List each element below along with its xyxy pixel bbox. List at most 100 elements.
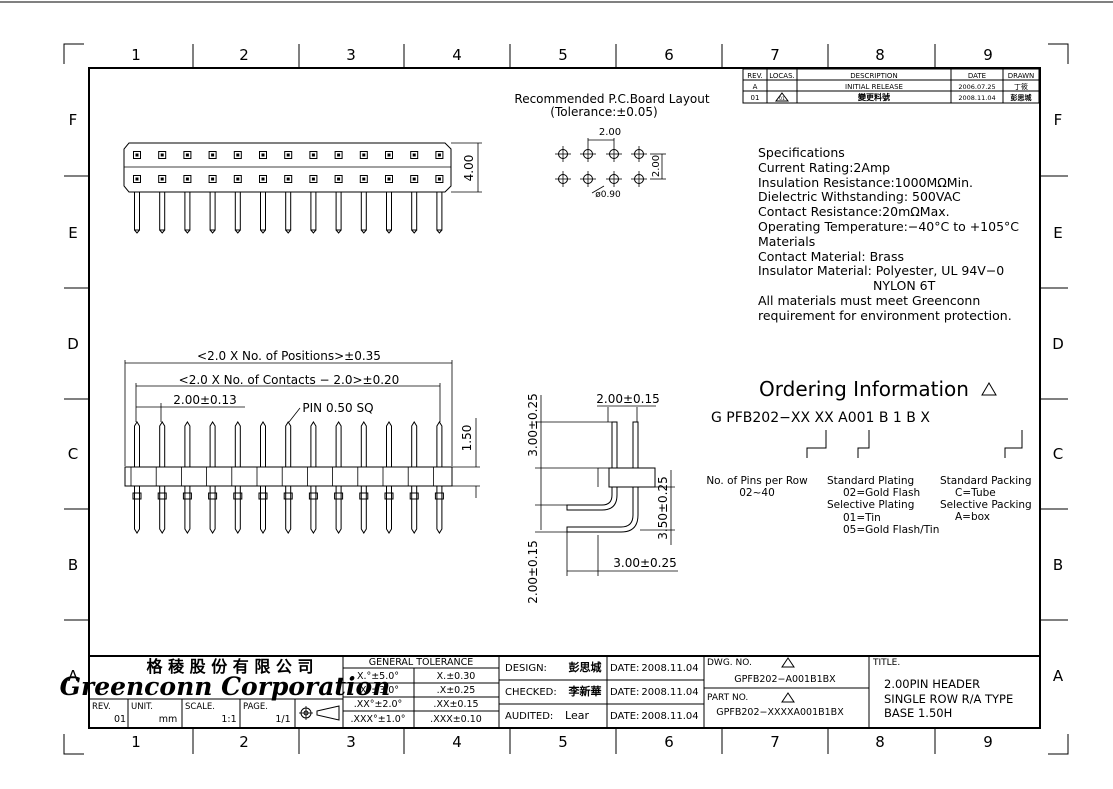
front-contact-pin [286,153,290,157]
side-contact-pin [360,421,367,467]
side-contact-pin [234,421,241,467]
tolerance-linear: X.±0.30 [437,671,476,682]
specifications: Specifications Current Rating:2Amp Insul… [758,145,1019,323]
front-tail-tip [159,229,166,234]
front-tail-pin [335,191,342,231]
front-contact-pin [236,177,240,181]
side-tail-pin [209,486,216,534]
front-tail-tip [360,229,367,234]
front-contact-pin [135,153,139,157]
front-contact-pin [160,177,164,181]
date-value: 2008.11.04 [641,687,698,698]
dim-contacts: <2.0 X No. of Contacts − 2.0>±0.20 [179,373,400,387]
page-value: 1/1 [275,714,290,725]
side-tail-pin [260,486,266,534]
ordering-plating: Selective Plating [827,499,914,511]
rev-value: 01 [114,714,126,725]
front-contact-hole [158,175,167,183]
spec-line: NYLON 6T [873,278,936,293]
front-contact-pin [135,177,139,181]
ordering-plating: Standard Plating [827,475,914,487]
rev-label: REV. [92,702,111,712]
pcb-pitch-x: 2.00 [599,127,621,138]
front-contact-hole [410,151,419,159]
rev-cell: 2006.07.25 [958,83,995,91]
tolerance-linear: .X±0.25 [437,685,476,696]
front-contact-pin [286,177,290,181]
front-contact-hole [183,151,192,159]
right-angle-view: 2.00±0.15 3.00±0.25 3.50±0.25 2.00±0.15 … [526,392,678,604]
front-contact-hole [208,175,217,183]
front-contact-hole [284,151,293,159]
audited-value: Lear [565,709,589,722]
date-value: 2008.11.04 [641,663,698,674]
side-tail-collar [308,492,318,500]
front-contact-pin [337,153,341,157]
zone-col-bottom: 9 [983,733,993,751]
rev-header: DATE [968,72,986,80]
ordering-pins-title: No. of Pins per Row [706,475,808,487]
front-tail-tip [335,229,342,234]
front-tail-pin [159,191,166,231]
front-contact-hole [183,175,192,183]
zone-row-left: C [68,445,78,463]
zone-col-top: 4 [452,46,462,64]
front-contact-pin [337,177,341,181]
zone-row-left: F [69,111,78,129]
front-view: 4.00 [123,142,482,234]
company-en: Greenconn Corporation [60,672,391,701]
front-tail-tip [260,229,266,234]
checked-label: CHECKED: [505,687,557,698]
side-tail-collar [359,492,369,500]
side-tail-pin [184,486,191,534]
zone-row-right: B [1053,556,1063,574]
date-label: DATE: [610,663,639,674]
title-block: 格 稜 股 份 有 限 公 司 Greenconn Corporation RE… [60,655,1041,729]
ra-dim-bottom: 3.00±0.25 [613,556,677,570]
side-tail-pin [159,486,166,534]
dim-pitch: 2.00±0.13 [173,393,237,407]
front-contact-hole [259,151,267,159]
spec-line: Current Rating:2Amp [758,160,890,175]
front-contact-hole [208,151,217,159]
tolerance-linear: .XX±0.15 [433,699,478,710]
pcb-layout: Recommended P.C.Board Layout (Tolerance:… [514,92,709,200]
front-contact-hole [158,151,167,159]
front-contact-pin [261,177,265,181]
revision-triangle-icon [981,382,997,396]
front-tail-pin [386,191,392,231]
front-tail-pin [285,191,292,231]
side-tail-collar [208,492,218,500]
ordering-information: Ordering Information G PFB202−XX XX A001… [706,377,1031,536]
zone-col-top: 6 [664,46,674,64]
revision-triangle-icon [775,92,789,102]
front-tail-pin [209,191,216,231]
ordering-plating: 02=Gold Flash [843,487,920,499]
zone-row-left: B [68,556,78,574]
rev-cell: 彭思城 [1011,93,1032,102]
spec-line: Specifications [758,145,845,160]
front-tail-pin [260,191,266,231]
front-contact-pin [437,153,441,157]
zone-row-left: A [68,667,79,685]
spec-line: Contact Resistance:20mΩMax. [758,204,950,219]
side-tail-collar [157,492,167,500]
front-contact-pin [236,153,240,157]
design-value: 彭思城 [569,660,602,674]
front-tail-pin [360,191,367,231]
zone-col-bottom: 4 [452,733,462,751]
zone-col-top: 5 [558,46,568,64]
front-tail-pin [310,191,317,231]
rev-cell: 2008.11.04 [958,94,995,102]
tolerance-angle: .XXX°±1.0° [350,714,405,725]
checked-value: 李新華 [568,684,602,698]
zone-col-bottom: 6 [664,733,674,751]
front-contact-pin [185,153,189,157]
spec-line: Insulator Material: Polyester, UL 94V−0 [758,263,1004,278]
zone-col-bottom: 5 [558,733,568,751]
front-contact-hole [233,151,242,159]
rev-cell: A [753,83,758,91]
design-label: DESIGN: [505,663,547,674]
ordering-plating: 05=Gold Flash/Tin [843,524,939,536]
front-contact-hole [133,151,141,159]
